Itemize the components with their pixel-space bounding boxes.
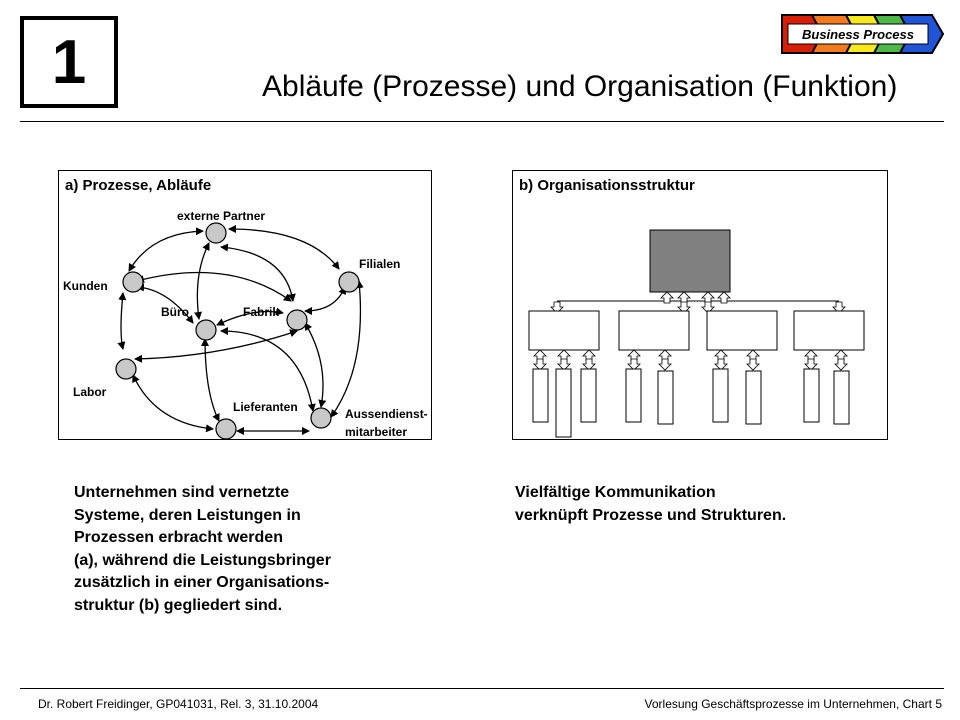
org-department-box bbox=[793, 310, 865, 351]
business-process-badge: Business Process bbox=[780, 6, 946, 67]
text-left-line: Prozessen erbracht werden bbox=[74, 529, 283, 546]
text-right-line: verknüpft Prozesse und Strukturen. bbox=[515, 506, 787, 524]
link-buero-extern bbox=[194, 242, 210, 320]
org-unit-arrows bbox=[533, 349, 848, 371]
org-chart bbox=[528, 229, 865, 438]
text-left-line: Systeme, deren Leistungen in bbox=[74, 506, 301, 524]
page-title: Abläufe (Prozesse) und Organisation (Fun… bbox=[262, 70, 898, 103]
link-buero-aussendienst bbox=[220, 327, 316, 412]
process-panel-title: a) Prozesse, Abläufe bbox=[65, 177, 212, 194]
node-kunden bbox=[122, 271, 144, 293]
org-unit-box bbox=[532, 368, 549, 423]
link-kunden-labor bbox=[117, 292, 127, 350]
process-network bbox=[115, 222, 364, 439]
node-filialen bbox=[338, 271, 360, 293]
link-extern-filialen bbox=[228, 225, 340, 270]
label-buero: Büro bbox=[161, 305, 189, 319]
label-labor: Labor bbox=[73, 385, 107, 399]
footer-author: Dr. Robert Freidinger, GP041031, Rel. 3,… bbox=[38, 697, 319, 711]
footer-course: Vorlesung Geschäftsprozesse im Unternehm… bbox=[644, 697, 942, 711]
organization-panel: b) Organisationsstruktur bbox=[512, 170, 888, 440]
label-aussendienst-line1: Aussendienst- bbox=[345, 407, 428, 421]
org-unit-box bbox=[625, 368, 642, 423]
label-kunden: Kunden bbox=[63, 279, 108, 293]
link-kunden-extern bbox=[128, 227, 204, 272]
text-right: Vielfältige Kommunikation verknüpft Proz… bbox=[515, 482, 786, 527]
link-extern-fabrik bbox=[220, 243, 296, 302]
text-left-line: Unternehmen sind vernetzte bbox=[74, 484, 290, 501]
badge-chevrons: Business Process bbox=[781, 14, 945, 54]
node-labor bbox=[115, 358, 137, 380]
organization-panel-title: b) Organisationsstruktur bbox=[519, 177, 695, 194]
node-lieferanten bbox=[215, 418, 237, 439]
node-aussendienst bbox=[310, 407, 332, 429]
node-fabrik bbox=[286, 309, 308, 331]
node-externe-partner bbox=[205, 222, 227, 244]
label-aussendienst-line2: mitarbeiter bbox=[345, 425, 408, 439]
badge-label: Business Process bbox=[802, 27, 914, 42]
org-unit-box bbox=[580, 368, 597, 423]
label-lieferanten: Lieferanten bbox=[233, 400, 298, 414]
text-left: Unternehmen sind vernetzte Systeme, dere… bbox=[74, 482, 331, 617]
chapter-number-box: 1 bbox=[20, 16, 118, 108]
text-left-line: struktur (b) gegliedert sind. bbox=[74, 596, 283, 614]
org-unit-box bbox=[555, 368, 572, 438]
text-left-line: zusätzlich in einer Organisations- bbox=[74, 574, 330, 591]
org-department-box bbox=[706, 310, 778, 351]
org-unit-box bbox=[833, 370, 850, 425]
org-top-box bbox=[649, 229, 731, 293]
org-unit-box bbox=[803, 368, 820, 423]
node-buero bbox=[195, 319, 217, 341]
text-left-line: (a), während die Leistungsbringer bbox=[74, 551, 331, 569]
footer-divider bbox=[20, 688, 944, 689]
link-buero-fabrik bbox=[216, 307, 284, 326]
label-externe-partner: externe Partner bbox=[177, 209, 266, 223]
org-unit-box bbox=[657, 370, 674, 425]
badge-label-bg bbox=[787, 23, 929, 45]
link-fabrik-aussendienst bbox=[304, 322, 327, 408]
link-labor-fabrik bbox=[134, 329, 298, 363]
process-panel: a) Prozesse, Abläufe externe Partner Fil… bbox=[58, 170, 432, 440]
org-unit-box bbox=[745, 370, 762, 425]
link-fabrik-filialen bbox=[304, 286, 346, 315]
org-department-box bbox=[528, 310, 600, 351]
label-filialen: Filialen bbox=[359, 257, 401, 271]
text-right-line: Vielfältige Kommunikation bbox=[515, 484, 716, 501]
header-divider bbox=[20, 121, 944, 122]
link-kunden-fabrik bbox=[136, 271, 292, 302]
chapter-number: 1 bbox=[51, 27, 87, 97]
org-unit-box bbox=[712, 368, 729, 423]
link-filialen-aussendienst bbox=[330, 280, 364, 418]
label-fabrik: Fabrik bbox=[243, 305, 280, 319]
link-labor-lieferanten bbox=[132, 374, 214, 433]
org-department-box bbox=[618, 310, 690, 351]
